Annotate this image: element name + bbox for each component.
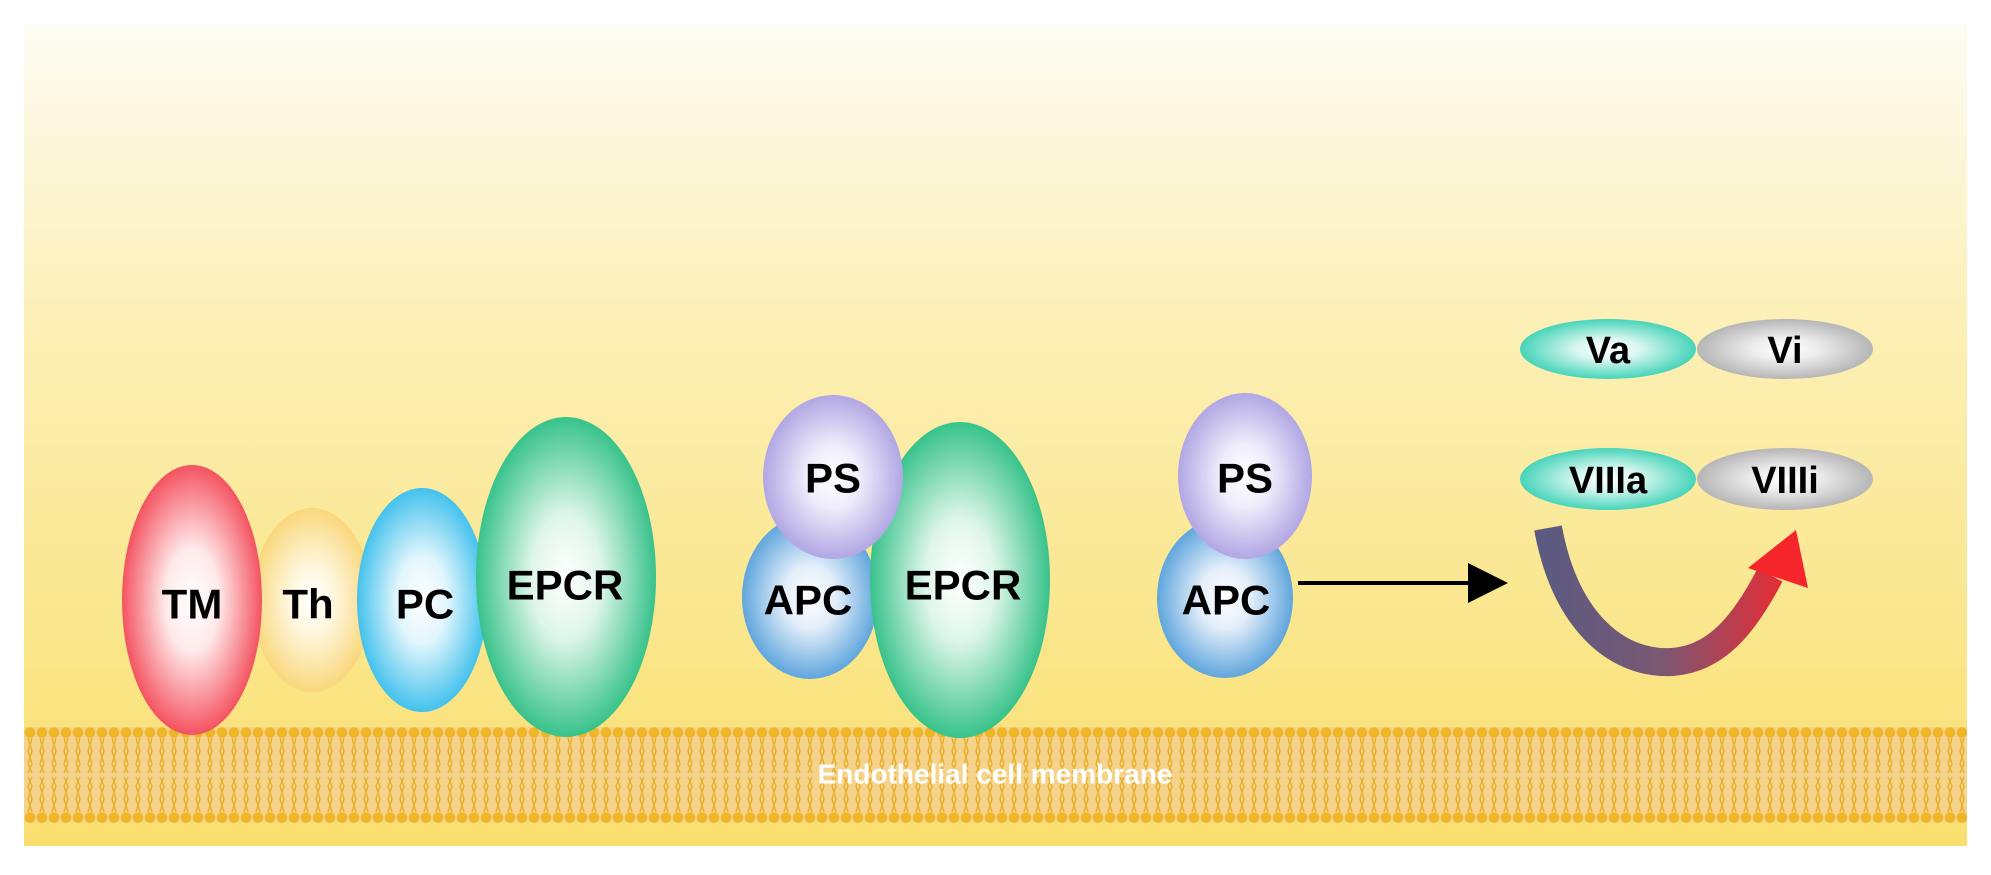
protein-apc xyxy=(1157,518,1293,678)
curve-arrow-head xyxy=(1748,530,1808,588)
complex-ps-apc: PS APC xyxy=(1157,393,1312,678)
protein-tm xyxy=(122,465,262,735)
coagulation-factors: Va Vi VIIIa VIIIi xyxy=(1520,319,1873,510)
label-vi: Vi xyxy=(1767,330,1802,372)
label-viiii: VIIIi xyxy=(1751,460,1819,502)
protein-pc xyxy=(357,488,487,712)
protein-ps xyxy=(763,395,903,559)
protein-ps xyxy=(1178,393,1312,559)
label-epcr: EPCR xyxy=(905,562,1022,609)
complex-tm-th-pc-epcr: TM Th PC EPCR xyxy=(122,417,656,737)
complex-ps-apc-epcr: PS APC EPCR xyxy=(742,395,1050,738)
membrane-band xyxy=(24,727,1967,823)
label-apc: APC xyxy=(764,577,853,624)
factor-viiia xyxy=(1520,448,1696,510)
label-apc: APC xyxy=(1182,577,1271,624)
label-ps: PS xyxy=(1217,455,1273,502)
label-pc: PC xyxy=(396,581,454,628)
factor-viiii xyxy=(1697,448,1873,510)
label-tm: TM xyxy=(162,581,223,628)
label-viiia: VIIIa xyxy=(1569,460,1648,502)
membrane-bilayer: Endothelial cell membrane xyxy=(24,727,1967,823)
label-ps: PS xyxy=(805,455,861,502)
label-epcr: EPCR xyxy=(507,562,624,609)
label-va: Va xyxy=(1586,330,1631,372)
factor-va xyxy=(1520,319,1696,379)
factor-vi xyxy=(1697,319,1873,379)
label-th: Th xyxy=(282,581,333,628)
protein-epcr xyxy=(476,417,656,737)
protein-epcr xyxy=(870,422,1050,738)
inactivation-curve-arrow xyxy=(1534,525,1808,677)
protein-th xyxy=(252,508,372,692)
membrane-label: Endothelial cell membrane xyxy=(818,759,1173,790)
